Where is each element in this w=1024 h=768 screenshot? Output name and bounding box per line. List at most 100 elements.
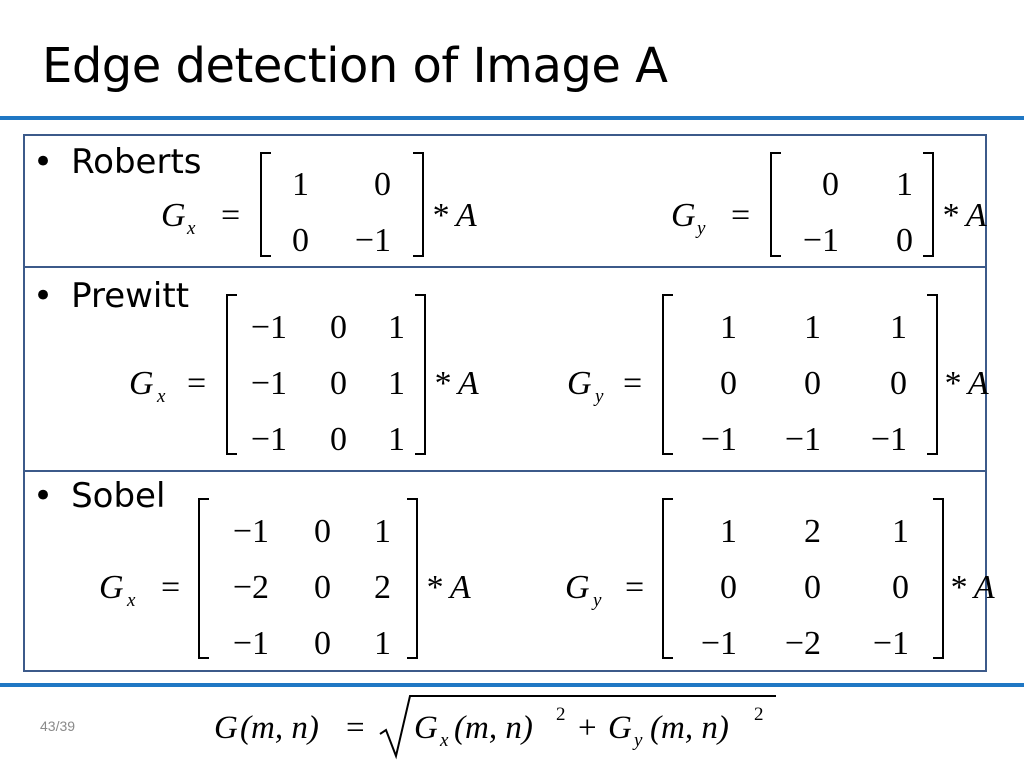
matrix-cell: −1	[251, 309, 287, 346]
right-bracket	[933, 498, 944, 659]
matrix-cell: 0	[720, 365, 737, 402]
left-bracket	[662, 498, 673, 659]
roberts-section: • Roberts G x = 1 0 0 −1 * A G y = 0 1 −1…	[25, 136, 987, 266]
convolve-a: * A	[433, 365, 479, 402]
left-bracket	[226, 294, 237, 455]
equals-sign: =	[346, 710, 365, 746]
equals-sign: =	[731, 197, 750, 234]
g-symbol: G	[671, 197, 696, 234]
matrix-cell: 0	[330, 309, 347, 346]
matrix-cell: 1	[896, 166, 913, 203]
equals-sign: =	[221, 197, 240, 234]
bullet-roberts: • Roberts	[33, 142, 201, 182]
args-text: (m, n)	[454, 710, 533, 746]
args-text: (m, n)	[240, 710, 319, 746]
sobel-section: •Sobel G x = −1 0 1 −2 0 2 −1 0 1 * A G …	[25, 472, 995, 670]
convolve-a: * A	[949, 569, 995, 606]
left-bracket	[662, 294, 673, 455]
prewitt-gx-equation: G x = −1 0 1 −1 0 1 −1 0 1 * A	[129, 294, 479, 458]
matrix-cell: 2	[374, 569, 391, 606]
matrix-cell: −1	[701, 421, 737, 458]
subscript-x: x	[156, 386, 166, 407]
square-root-sign	[379, 695, 776, 760]
convolve-a: * A	[431, 197, 477, 234]
content-box: • Roberts G x = 1 0 0 −1 * A G y = 0 1 −1…	[23, 134, 995, 672]
matrix-cell: 0	[804, 365, 821, 402]
matrix-cell: −1	[251, 365, 287, 402]
roberts-gy-equation: G y = 0 1 −1 0 * A	[671, 152, 987, 259]
bullet-label: Roberts	[71, 142, 202, 182]
exponent-2: 2	[556, 704, 566, 725]
matrix-cell: 2	[804, 513, 821, 550]
plus-sign: +	[578, 710, 597, 746]
matrix-cell: 0	[330, 421, 347, 458]
bullet-dot: •	[33, 476, 54, 516]
matrix-cell: −2	[785, 625, 821, 662]
g-symbol: G	[161, 197, 186, 234]
matrix-cell: −1	[355, 222, 391, 259]
exponent-2: 2	[754, 704, 764, 725]
matrix-cell: −1	[233, 513, 269, 550]
matrix-cell: 1	[388, 421, 405, 458]
g-symbol: G	[214, 710, 238, 746]
matrix-cell: 0	[720, 569, 737, 606]
right-bracket	[407, 498, 418, 659]
matrix-cell: 1	[720, 513, 737, 550]
equals-sign: =	[161, 569, 180, 606]
sobel-gy-equation: G y = 1 2 1 0 0 0 −1 −2 −1 * A	[565, 498, 995, 662]
args-text: (m, n)	[650, 710, 729, 746]
g-symbol: G	[567, 365, 592, 402]
matrix-cell: 0	[314, 625, 331, 662]
g-symbol: G	[129, 365, 154, 402]
prewitt-gy-equation: G y = 1 1 1 0 0 0 −1 −1 −1 * A	[567, 294, 989, 458]
subscript-x: x	[186, 218, 196, 239]
matrix-cell: −1	[233, 625, 269, 662]
matrix-cell: 0	[890, 365, 907, 402]
matrix-cell: 0	[892, 569, 909, 606]
slide-title: Edge detection of Image A	[42, 38, 668, 94]
sobel-gx-equation: G x = −1 0 1 −2 0 2 −1 0 1 * A	[99, 498, 471, 662]
convolve-a: * A	[425, 569, 471, 606]
left-bracket	[198, 498, 209, 659]
subscript-x: x	[439, 730, 449, 751]
bullet-label: Prewitt	[71, 276, 190, 316]
left-bracket	[260, 152, 271, 257]
matrix-cell: 1	[374, 625, 391, 662]
section-divider	[25, 470, 985, 472]
convolve-a: * A	[943, 365, 989, 402]
matrix-cell: −1	[701, 625, 737, 662]
right-bracket	[415, 294, 426, 455]
matrix-cell: 0	[374, 166, 391, 203]
matrix-cell: 0	[896, 222, 913, 259]
matrix-cell: 1	[388, 365, 405, 402]
matrix-cell: 0	[822, 166, 839, 203]
matrix-cell: −1	[871, 421, 907, 458]
subscript-y: y	[591, 590, 602, 611]
footer-rule	[0, 683, 1024, 687]
matrix-cell: −1	[251, 421, 287, 458]
left-bracket	[770, 152, 781, 257]
convolve-a: * A	[941, 197, 987, 234]
right-bracket	[923, 152, 934, 257]
gradient-magnitude-equation: G (m, n) = G x (m, n) 2 + G y (m, n) 2	[214, 695, 776, 760]
matrix-cell: −2	[233, 569, 269, 606]
matrix-cell: 1	[374, 513, 391, 550]
section-divider	[25, 266, 985, 268]
bullet-sobel: •Sobel	[33, 476, 165, 516]
matrix-cell: 0	[314, 569, 331, 606]
g-symbol: G	[414, 710, 438, 746]
matrix-cell: 1	[292, 166, 309, 203]
subscript-y: y	[695, 218, 706, 239]
matrix-cell: 1	[388, 309, 405, 346]
prewitt-section: •Prewitt G x = −1 0 1 −1 0 1 −1 0 1 * A …	[25, 268, 989, 470]
matrix-cell: 1	[720, 309, 737, 346]
matrix-cell: −1	[873, 625, 909, 662]
equals-sign: =	[187, 365, 206, 402]
matrix-cell: 1	[892, 513, 909, 550]
title-underline	[0, 116, 1024, 120]
matrix-cell: 0	[314, 513, 331, 550]
g-symbol: G	[608, 710, 632, 746]
matrix-cell: −1	[785, 421, 821, 458]
bullet-dot: •	[33, 276, 54, 316]
bullet-dot: •	[33, 142, 54, 182]
